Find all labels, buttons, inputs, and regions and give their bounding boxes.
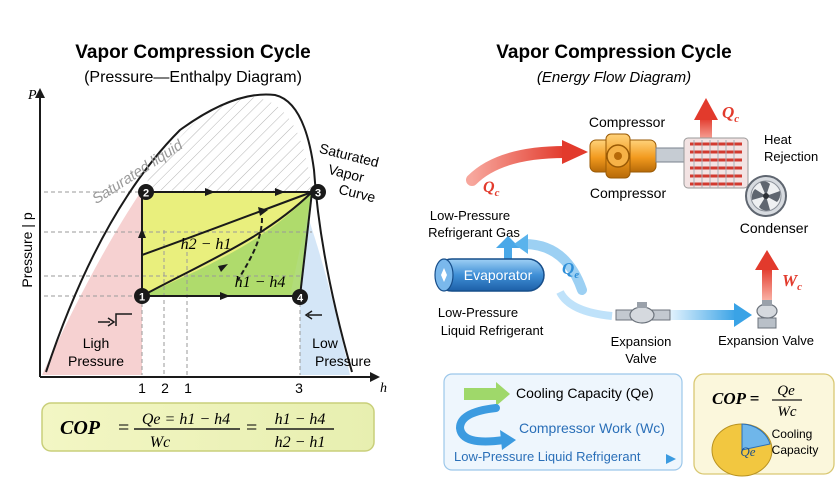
- condenser-fan-icon: [745, 175, 787, 217]
- qe-label: Qe: [562, 259, 579, 281]
- point-2: 2: [138, 184, 154, 200]
- dome-hatch: [142, 97, 312, 192]
- x-tick-2: 2: [161, 380, 169, 396]
- cop-frac2-den: h2 − h1: [275, 434, 326, 451]
- cop-lhs: COP: [60, 417, 101, 439]
- evaporator-label: Evaporator: [464, 267, 533, 283]
- expansion-valve-mid-icon: [615, 302, 671, 324]
- expansion-valve-right-icon: [756, 300, 778, 329]
- saturated-vapor-label-3: Curve: [337, 181, 377, 206]
- low-pressure-label-2: Pressure: [315, 353, 371, 369]
- cop-ratio-num: Qe: [777, 383, 795, 399]
- legend-blue-curved-arrow: [455, 404, 508, 446]
- point-1: 1: [134, 288, 150, 304]
- saturation-dome: [45, 93, 353, 373]
- high-pressure-corner: [115, 313, 132, 326]
- x-axis-arrow: [370, 372, 380, 382]
- point-3: 3: [310, 184, 326, 200]
- cycle-region-green: [142, 192, 312, 296]
- svg-text:4: 4: [297, 293, 304, 305]
- h2-h1-label: h2 − h1: [181, 236, 232, 253]
- wc-arrowhead: [755, 250, 779, 270]
- low-pressure-pointer: [304, 310, 322, 320]
- heat-rejection-label-1: Heat: [764, 132, 792, 147]
- qc-up-arrowhead: [694, 98, 718, 120]
- high-pressure-region: [42, 190, 142, 375]
- point-4: 4: [292, 289, 308, 305]
- x-tick-3: 1: [184, 380, 192, 396]
- liquid-flow-path: [556, 289, 613, 320]
- high-pressure-label-1: Ligh: [83, 335, 109, 351]
- compressor-bottom-label: Compressor: [590, 185, 667, 201]
- cop-equals-1: =: [118, 417, 129, 439]
- qe-curved-arrowhead: [514, 234, 528, 254]
- compressor-icon: [589, 133, 685, 179]
- expansion-valve-mid-label-1: Expansion: [611, 334, 672, 349]
- expansion-valve-mid-label-2: Valve: [625, 351, 657, 366]
- condenser-coil-icon: [683, 137, 749, 189]
- svg-text:3: 3: [315, 188, 321, 200]
- ph-title: Vapor Compression Cycle: [75, 42, 310, 63]
- cop-frac1-den: Wc: [150, 434, 170, 451]
- qc-top-label: Qc: [722, 103, 739, 125]
- legend-liquid-label: Low-Pressure Liquid Refrigerant: [454, 449, 641, 464]
- cop-ratio-den: Wc: [777, 404, 796, 420]
- x-axis-symbol: h: [380, 381, 387, 396]
- gas-up-arrow: [496, 236, 520, 262]
- low-pressure-gas-label-2: Refrigerant Gas: [428, 225, 520, 240]
- high-pressure-pointer: [98, 317, 116, 327]
- low-pressure-label-1: Low: [312, 335, 339, 351]
- flow-title: Vapor Compression Cycle: [496, 42, 731, 63]
- svg-text:1: 1: [139, 292, 145, 304]
- expansion-valve-right-label: Expansion Valve: [718, 333, 814, 348]
- qc-up-arrow-shaft: [700, 118, 712, 142]
- low-pressure-liquid-label-1: Low-Pressure: [438, 305, 518, 320]
- condenser-label: Condenser: [740, 220, 809, 236]
- legend-blue-curved-arrowhead: [500, 430, 516, 450]
- qc-left-label: Qc: [483, 179, 500, 199]
- svg-text:2: 2: [143, 188, 149, 200]
- cop-equals-2: =: [246, 417, 257, 439]
- heat-rejection-label-2: Rejection: [764, 149, 818, 164]
- qc-inflow-arrowhead: [562, 140, 588, 164]
- cycle-arrows: [138, 188, 285, 300]
- cop-cooling-label-1: Cooling: [772, 427, 813, 441]
- cop-ratio-lhs: COP =: [712, 389, 759, 408]
- legend-work-label: Compressor Work (Wc): [519, 420, 665, 436]
- compressor-top-label: Compressor: [589, 114, 666, 130]
- high-pressure-label-2: Pressure: [68, 353, 124, 369]
- cop-frac2-num: h1 − h4: [275, 411, 326, 428]
- flow-subtitle: (Energy Flow Diagram): [537, 69, 691, 86]
- x-tick-4: 3: [295, 380, 303, 396]
- cop-pie-chart: [711, 423, 773, 477]
- cop-frac1-num: Qe = h1 − h4: [142, 411, 230, 428]
- wc-arrow-shaft: [762, 268, 772, 300]
- dashed-guides: [44, 191, 312, 375]
- evaporator-icon: [434, 258, 545, 292]
- y-axis-label: Pressure | p: [19, 212, 35, 287]
- y-axis-arrow: [35, 88, 45, 98]
- ph-subtitle: (Pressure—Enthalpy Diagram): [84, 69, 302, 86]
- low-pressure-liquid-label-2: Liquid Refrigerant: [441, 323, 544, 338]
- liquid-flow-bar: [670, 310, 736, 320]
- cop-pie-label: Qe: [740, 444, 755, 459]
- qc-inflow-arrow: [466, 146, 571, 186]
- legend-cooling-label: Cooling Capacity (Qe): [516, 385, 654, 401]
- low-pressure-region: [300, 195, 350, 375]
- wc-label: Wc: [782, 271, 802, 293]
- h1-h4-label: h1 − h4: [235, 274, 286, 291]
- qe-curved-arrow: [519, 239, 587, 295]
- cop-cooling-label-2: Capacity: [772, 443, 819, 457]
- y-axis-symbol: P: [27, 88, 37, 103]
- cop-formula-box: [41, 402, 375, 452]
- legend-liquid-arrowhead: [666, 454, 676, 464]
- legend-green-arrow: [464, 382, 510, 406]
- low-pressure-gas-label-1: Low-Pressure: [430, 208, 510, 223]
- x-tick-1: 1: [138, 380, 146, 396]
- liquid-flow-arrowhead: [734, 303, 752, 327]
